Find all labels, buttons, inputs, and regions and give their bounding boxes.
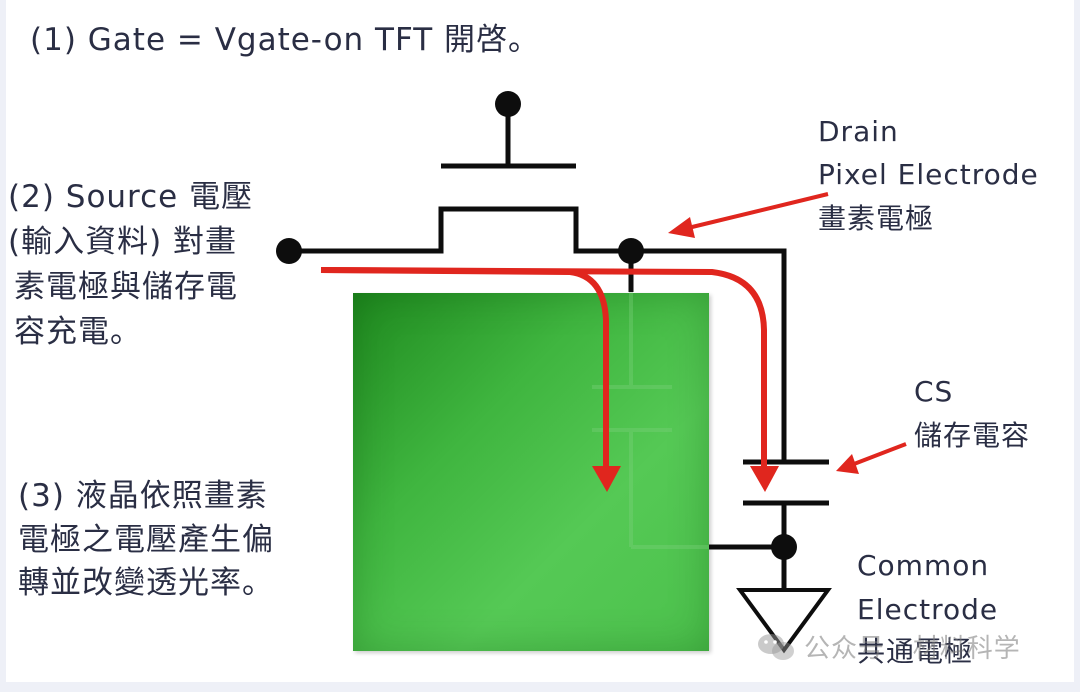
pixel-electrode-label: Pixel Electrode bbox=[818, 158, 1039, 191]
step2-line4: 容充電。 bbox=[14, 314, 142, 350]
watermark: 公众号 · 材料科学 bbox=[756, 628, 1021, 665]
step2-line2: (輸入資料) 對畫 bbox=[8, 224, 238, 260]
frame-left bbox=[0, 0, 6, 692]
electrode-label: Electrode bbox=[857, 593, 999, 626]
liquid-crystal-block bbox=[353, 293, 709, 651]
watermark-text: 公众号 · 材料科学 bbox=[804, 634, 1021, 664]
drain-pointer-arrow bbox=[668, 192, 829, 238]
common-label: Common bbox=[857, 549, 990, 582]
cs-label: CS bbox=[914, 375, 954, 408]
frame-right bbox=[1074, 0, 1080, 692]
common-electrode-cn-label: 共通電極 bbox=[857, 635, 974, 668]
wechat-icon bbox=[758, 633, 794, 660]
cs-pointer-arrow bbox=[836, 442, 907, 474]
step3-line2: 電極之電壓產生偏 bbox=[18, 522, 274, 558]
storage-capacitor-label: 儲存電容 bbox=[914, 419, 1031, 452]
lc-capacitor-lines bbox=[592, 292, 709, 549]
gate-terminal bbox=[441, 91, 576, 169]
tft-channel bbox=[276, 206, 787, 462]
ground-symbol bbox=[736, 588, 832, 654]
frame-bottom bbox=[0, 682, 1080, 692]
drain-label: Drain bbox=[818, 115, 899, 148]
step2-line1: (2) Source 電壓 bbox=[8, 179, 254, 215]
step2-line3: 素電極與儲存電 bbox=[14, 269, 238, 305]
step3-line1: (3) 液晶依照畫素 bbox=[18, 478, 268, 514]
pixel-electrode-cn-label: 畫素電極 bbox=[818, 202, 935, 235]
step3-line3: 轉並改變透光率。 bbox=[18, 565, 274, 601]
storage-capacitor bbox=[709, 459, 829, 590]
current-arrows bbox=[320, 267, 779, 492]
step1-text: (1) Gate = Vgate-on TFT 開啓。 bbox=[30, 22, 541, 58]
